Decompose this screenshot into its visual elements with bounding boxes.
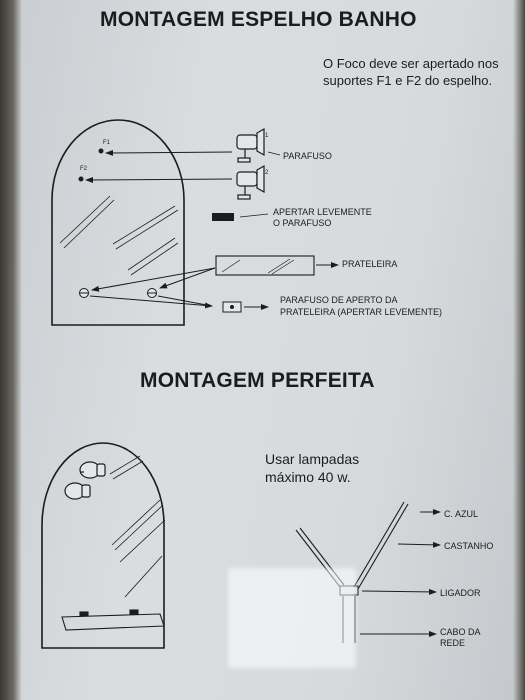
screw-block xyxy=(212,213,234,221)
parafuso-aperto-label-line1: PARAFUSO DE APERTO DA xyxy=(280,295,398,305)
lamp-holder-2-icon xyxy=(236,164,265,200)
wiring-diagram xyxy=(295,501,409,643)
line-left-screw-to-bolt xyxy=(89,295,213,309)
assembled-mirror-reflection-lines xyxy=(109,455,166,598)
f2-label: F2 xyxy=(80,166,88,172)
sheet-edge-left xyxy=(0,0,22,700)
f2-mount-point xyxy=(78,176,84,182)
number-2-label: 2 xyxy=(265,170,269,176)
cabo-label-line1: CABO DA xyxy=(440,627,481,637)
apertar-leader xyxy=(239,213,269,218)
lamp-holder-1-icon xyxy=(236,127,265,163)
arrow-ligador xyxy=(361,588,437,595)
parafuso-aperto-label-line2: PRATELEIRA (APERTAR LEVEMENTE) xyxy=(280,307,443,317)
apertar-label-line2: O PARAFUSO xyxy=(273,218,332,228)
shelf-part xyxy=(215,255,315,276)
castanho-label: CASTANHO xyxy=(444,541,494,551)
mounted-shelf xyxy=(61,609,165,631)
mounted-lamp-2-icon xyxy=(64,482,91,500)
photo-glare xyxy=(228,568,356,668)
shelf-screw-right xyxy=(147,288,157,298)
number-1-label: 1 xyxy=(265,133,269,139)
prateleira-label: PRATELEIRA xyxy=(342,259,398,269)
title-mirror-assembly: MONTAGEM ESPELHO BANHO xyxy=(100,8,417,31)
arrow-shelf-to-left-screw xyxy=(91,267,216,292)
f1-mount-point xyxy=(98,148,104,154)
mirror-outline xyxy=(51,119,185,326)
ligador-label: LIGADOR xyxy=(440,588,481,598)
arrow-shelf-to-right-screw xyxy=(159,267,216,289)
mounted-lamp-1-icon xyxy=(79,461,106,479)
parafuso-label: PARAFUSO xyxy=(283,151,332,161)
mirror-reflection-lines xyxy=(59,195,179,276)
title-perfect-assembly: MONTAGEM PERFEITA xyxy=(140,369,375,392)
focus-note: O Foco deve ser apertado nos suportes F1… xyxy=(323,56,499,88)
shelf-screw-left xyxy=(79,288,89,298)
sheet-edge-right xyxy=(513,0,525,700)
assembled-mirror-outline xyxy=(41,442,165,649)
arrow-to-f2 xyxy=(85,176,233,183)
cabo-label-line2: REDE xyxy=(440,638,466,648)
c-azul-label: C. AZUL xyxy=(444,509,479,519)
arrow-to-f1 xyxy=(105,149,233,156)
apertar-label-line1: APERTAR LEVEMENTE xyxy=(273,207,372,217)
shelf-fixing-bolt-icon xyxy=(222,301,242,313)
parafuso-leader xyxy=(267,151,281,156)
arrow-castanho xyxy=(397,541,441,548)
f1-label: F1 xyxy=(103,140,111,146)
lamp-note: Usar lampadas máximo 40 w. xyxy=(265,451,360,485)
line-right-screw-to-bolt xyxy=(157,295,213,307)
